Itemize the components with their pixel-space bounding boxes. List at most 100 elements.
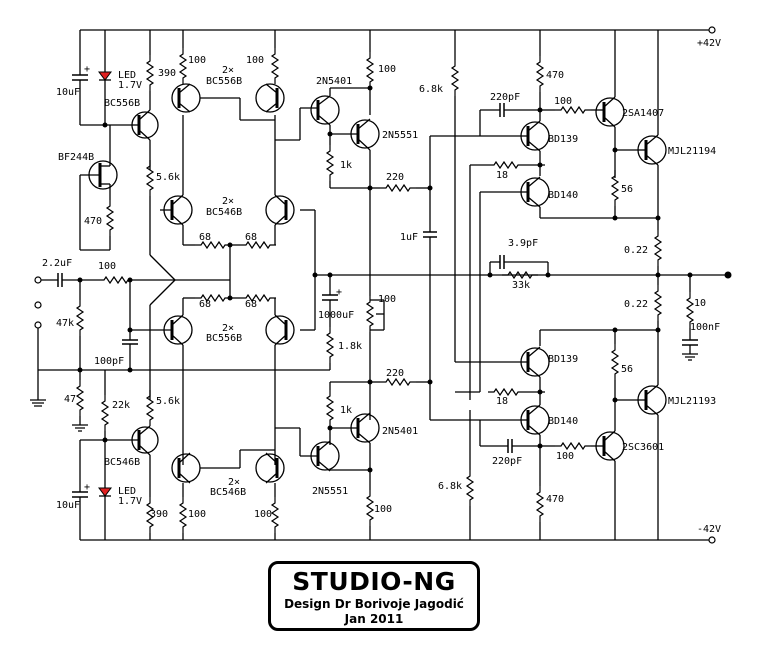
label: 56 bbox=[621, 184, 633, 195]
title-block: STUDIO-NG Design Dr Borivoje Jagodić Jan… bbox=[268, 561, 480, 631]
label: 0.22 bbox=[624, 299, 648, 310]
label: 18 bbox=[496, 396, 508, 407]
label: BC556B bbox=[206, 76, 242, 87]
label: 470 bbox=[84, 216, 102, 227]
led-icon bbox=[98, 71, 112, 81]
label: LED bbox=[118, 486, 136, 497]
label: 220 bbox=[386, 172, 404, 183]
transistor-icon bbox=[171, 453, 201, 483]
label: BC546B bbox=[210, 487, 246, 498]
vas-top bbox=[275, 30, 430, 290]
top-current-source bbox=[72, 30, 159, 160]
label: 470 bbox=[546, 70, 564, 81]
label: 1.7V bbox=[118, 496, 142, 507]
label: MJL21194 bbox=[668, 146, 716, 157]
label: 470 bbox=[546, 494, 564, 505]
transistor-icon bbox=[171, 83, 201, 113]
label: 100nF bbox=[690, 322, 720, 333]
component-labels: + 10uF LED 1.7V BC556B 390 100 100 2× BC… bbox=[42, 55, 720, 520]
label: MJL21193 bbox=[668, 396, 716, 407]
label: 2SA1407 bbox=[622, 108, 664, 119]
feedback-network bbox=[130, 275, 338, 371]
transistor-icon bbox=[520, 121, 550, 151]
label: 100 bbox=[374, 504, 392, 515]
ground-icon bbox=[30, 399, 46, 407]
label: 1.8k bbox=[338, 341, 362, 352]
current-mirror-top bbox=[171, 30, 285, 121]
transistor-icon bbox=[520, 177, 550, 207]
label: 68 bbox=[199, 232, 211, 243]
label: 100 bbox=[378, 64, 396, 75]
label: 2.2uF bbox=[42, 258, 72, 269]
label: 2× bbox=[222, 323, 234, 334]
label: BD140 bbox=[548, 190, 578, 201]
label: 1uF bbox=[400, 232, 418, 243]
transistor-icon bbox=[595, 431, 625, 461]
cross-coupling bbox=[149, 196, 231, 390]
label: 390 bbox=[158, 68, 176, 79]
label: 100 bbox=[556, 451, 574, 462]
positive-terminal bbox=[708, 26, 716, 34]
label: 2N5551 bbox=[382, 130, 418, 141]
negative-rail bbox=[80, 536, 716, 544]
drivers-top bbox=[520, 30, 658, 219]
label: BD139 bbox=[548, 134, 578, 145]
output-stage-bottom bbox=[520, 275, 667, 540]
label: 5.6k bbox=[156, 172, 180, 183]
label: 2SC3601 bbox=[622, 442, 664, 453]
label: 10 bbox=[694, 298, 706, 309]
transistor-icon bbox=[265, 195, 295, 225]
positive-supply-label: +42V bbox=[697, 38, 721, 49]
label: 3.9pF bbox=[508, 238, 538, 249]
title-text: STUDIO-NG bbox=[292, 567, 456, 596]
label: 10uF bbox=[56, 500, 80, 511]
output-bus bbox=[312, 255, 732, 279]
label: BC546B bbox=[104, 457, 140, 468]
transistor-icon bbox=[265, 315, 295, 345]
label: 100 bbox=[378, 294, 396, 305]
vas-bottom bbox=[275, 378, 430, 540]
label: 1.7V bbox=[118, 80, 142, 91]
led-icon bbox=[98, 487, 112, 497]
label: 56 bbox=[621, 364, 633, 375]
driver-network bbox=[423, 30, 545, 540]
label: 390 bbox=[150, 509, 168, 520]
ground-icon bbox=[682, 353, 698, 361]
label: BC556B bbox=[206, 333, 242, 344]
zobel-network bbox=[682, 272, 698, 361]
transistor-icon bbox=[520, 405, 550, 435]
label: 33k bbox=[512, 280, 530, 291]
bias-pot bbox=[366, 290, 385, 420]
label: 2N5401 bbox=[382, 426, 418, 437]
label: 0.22 bbox=[624, 245, 648, 256]
label: 1k bbox=[340, 405, 352, 416]
label: 220pF bbox=[492, 456, 522, 467]
label: 2× bbox=[228, 477, 240, 488]
label: 2× bbox=[222, 196, 234, 207]
jfet-bf244b bbox=[79, 125, 118, 251]
label: 2× bbox=[222, 65, 234, 76]
negative-terminal bbox=[708, 536, 716, 544]
bottom-current-source bbox=[72, 370, 159, 540]
negative-supply-label: -42V bbox=[697, 524, 721, 535]
label: 10uF bbox=[56, 87, 80, 98]
transistor-icon bbox=[595, 97, 625, 127]
label: + bbox=[336, 287, 342, 298]
label: 1k bbox=[340, 160, 352, 171]
transistor-icon bbox=[255, 453, 285, 483]
label: 100 bbox=[554, 96, 572, 107]
label: 68 bbox=[245, 232, 257, 243]
label: 6.8k bbox=[419, 84, 443, 95]
transistor-icon bbox=[255, 83, 285, 113]
designer-text: Design Dr Borivoje Jagodić bbox=[284, 597, 464, 611]
input-pair-top bbox=[146, 115, 316, 275]
label: 68 bbox=[245, 299, 257, 310]
label: + bbox=[84, 64, 90, 75]
output-stage-top bbox=[595, 30, 667, 275]
label: 6.8k bbox=[438, 481, 462, 492]
current-mirror-bottom bbox=[171, 449, 285, 540]
label: 1000uF bbox=[318, 310, 354, 321]
transistor-icon bbox=[520, 347, 550, 377]
output-terminal bbox=[724, 271, 732, 279]
